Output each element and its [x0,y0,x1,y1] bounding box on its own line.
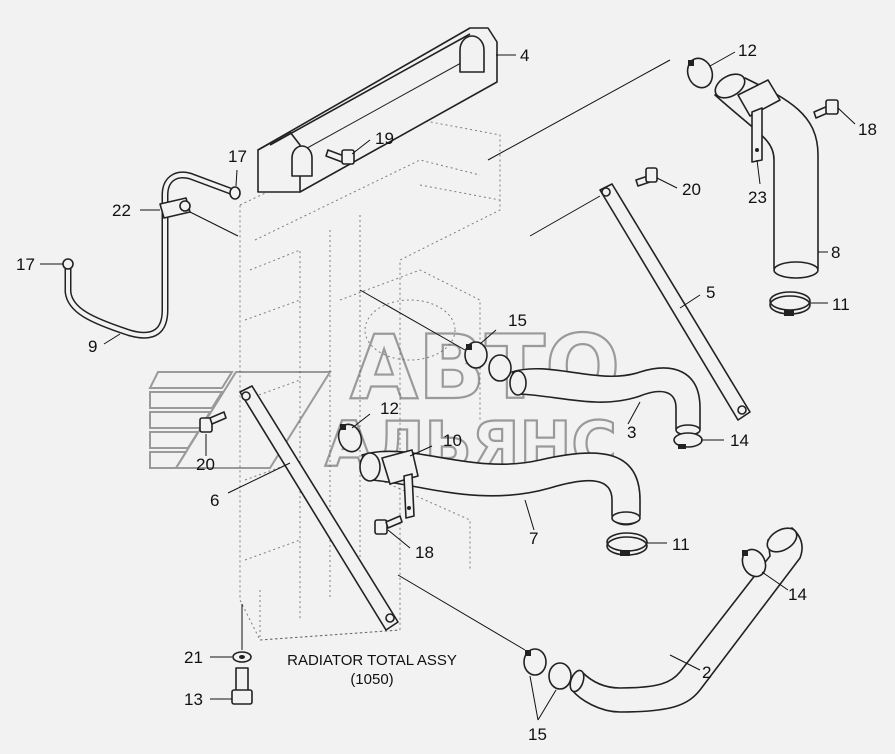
watermark-line1: АВТО [350,316,620,419]
callout-15: 15 [508,311,527,330]
part-15-hose-clamp-upper-b [488,354,512,382]
callout-12: 12 [380,399,399,418]
callout-12: 12 [738,41,757,60]
callout-5: 5 [706,283,715,302]
callout-11: 11 [832,295,850,314]
callout-18: 18 [415,543,434,562]
callout-15: 15 [528,725,547,744]
part-9-breather-pipe [64,171,237,339]
part-8-upper-hose [714,73,819,279]
callout-23: 23 [748,188,767,207]
callout-17: 17 [16,255,35,274]
callout-18: 18 [858,120,877,139]
callout-2: 2 [702,663,711,682]
part-6-stay-rod [239,385,399,631]
part-14-hose-clamp-upper [673,432,703,449]
part-19-bolt [325,149,355,165]
part-20-bolt-lower [199,411,227,433]
part-14-hose-clamp-lower [741,548,767,578]
callout-6: 6 [210,491,219,510]
radiator-body-outline [239,119,501,641]
part-23-bracket [751,107,763,163]
callout-3: 3 [627,423,636,442]
part-11-hose-clamp-lower [606,532,648,556]
part-5-stay-rod [599,183,751,421]
callout-10: 10 [443,431,462,450]
callout-20: 20 [196,455,215,474]
part-21-washer [232,651,252,663]
callout-21: 21 [184,648,203,667]
part-18-bolt-top [813,99,839,119]
callout-7: 7 [529,529,538,548]
callout-20: 20 [682,180,701,199]
callout-22: 22 [112,201,131,220]
caption-title: RADIATOR TOTAL ASSY [287,652,457,669]
part-2-lower-hose [569,527,803,713]
part-17-fitting-lower [62,258,74,270]
part-7-hose [359,449,641,526]
part-17-fitting-upper [229,186,241,200]
leader-lines [40,51,856,721]
callout-14: 14 [730,431,749,450]
part-20-bolt-upper [635,167,658,187]
part-15-hose-clamp-upper-a [464,341,488,369]
callout-14: 14 [788,585,807,604]
part-10-bracket [403,473,415,519]
callout-9: 9 [88,337,97,356]
part-12-hose-clamp-top [686,57,714,89]
part-18-bolt-lower [374,515,403,535]
part-12-hose-clamp-lower [337,423,363,453]
caption-code: (1050) [350,671,393,688]
part-15-hose-clamp-lower-b [548,662,572,690]
part-11-hose-clamp-upper [769,291,811,316]
part-15-hose-clamp-lower-a [523,648,547,676]
callout-13: 13 [184,690,203,709]
callout-8: 8 [831,243,840,262]
callout-4: 4 [520,46,529,65]
diagram-caption: RADIATOR TOTAL ASSY (1050) [287,652,457,688]
callout-19: 19 [375,129,394,148]
part-4-radiator-shroud [257,27,498,193]
callout-11: 11 [672,535,690,554]
callout-17: 17 [228,147,247,166]
part-13-bolt [231,667,253,705]
callout-labels: 4 12 18 19 17 20 22 23 8 17 11 5 9 15 12… [16,41,877,744]
